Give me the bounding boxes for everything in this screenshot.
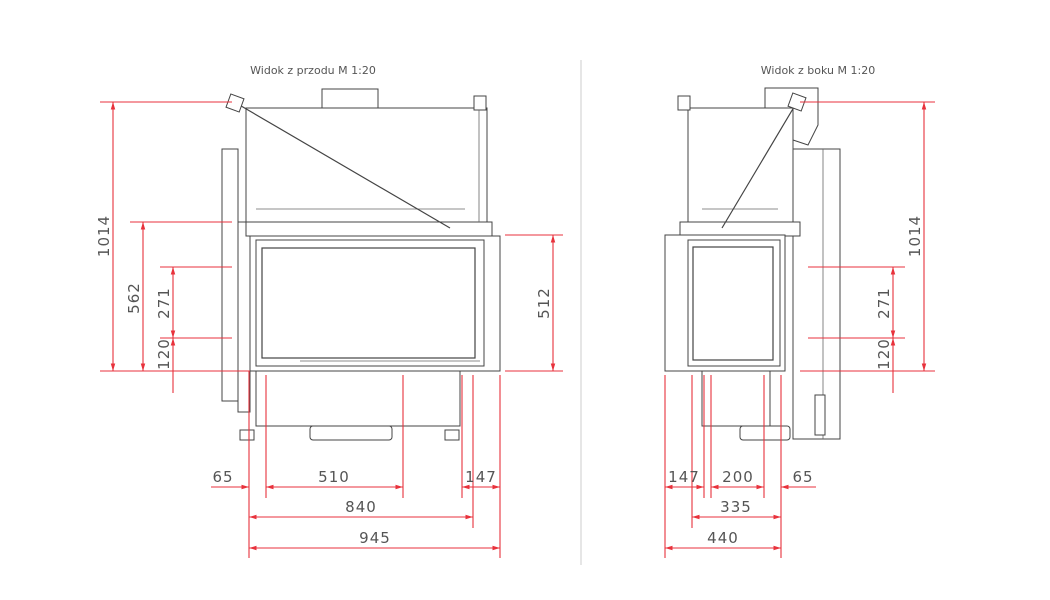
dim-front-total-width: 945 — [359, 529, 391, 547]
side-stove-outline — [664, 87, 841, 441]
dim-front-rail-offset: 120 — [155, 338, 173, 370]
dim-front-rail-spacing: 271 — [155, 287, 173, 319]
dim-front-left-offset: 65 — [212, 468, 233, 486]
dim-side-inner-width: 335 — [720, 498, 752, 516]
dim-side-rail-width: 200 — [722, 468, 754, 486]
dim-front-door-height: 562 — [125, 282, 143, 314]
dim-side-total-width: 440 — [707, 529, 739, 547]
dim-side-rail-offset: 120 — [875, 338, 893, 370]
front-view: Widok z przodu M 1:20 — [95, 64, 563, 558]
dim-side-rail-spacing: 271 — [875, 287, 893, 319]
dim-front-glass-height: 512 — [535, 287, 553, 319]
side-dimension-lines — [664, 101, 935, 558]
front-view-title: Widok z przodu M 1:20 — [250, 64, 376, 77]
dim-side-left-offset: 147 — [668, 468, 700, 486]
front-stove-outline — [221, 88, 501, 441]
dim-front-right-offset: 147 — [465, 468, 497, 486]
dim-side-right-offset: 65 — [792, 468, 813, 486]
front-dimension-lines — [100, 101, 563, 558]
side-view-title: Widok z boku M 1:20 — [761, 64, 875, 77]
dim-side-total-height: 1014 — [906, 215, 924, 257]
dim-front-rail-width: 510 — [318, 468, 350, 486]
dim-front-inner-width: 840 — [345, 498, 377, 516]
dim-front-total-height: 1014 — [95, 215, 113, 257]
side-view: Widok z boku M 1:20 — [664, 64, 935, 558]
